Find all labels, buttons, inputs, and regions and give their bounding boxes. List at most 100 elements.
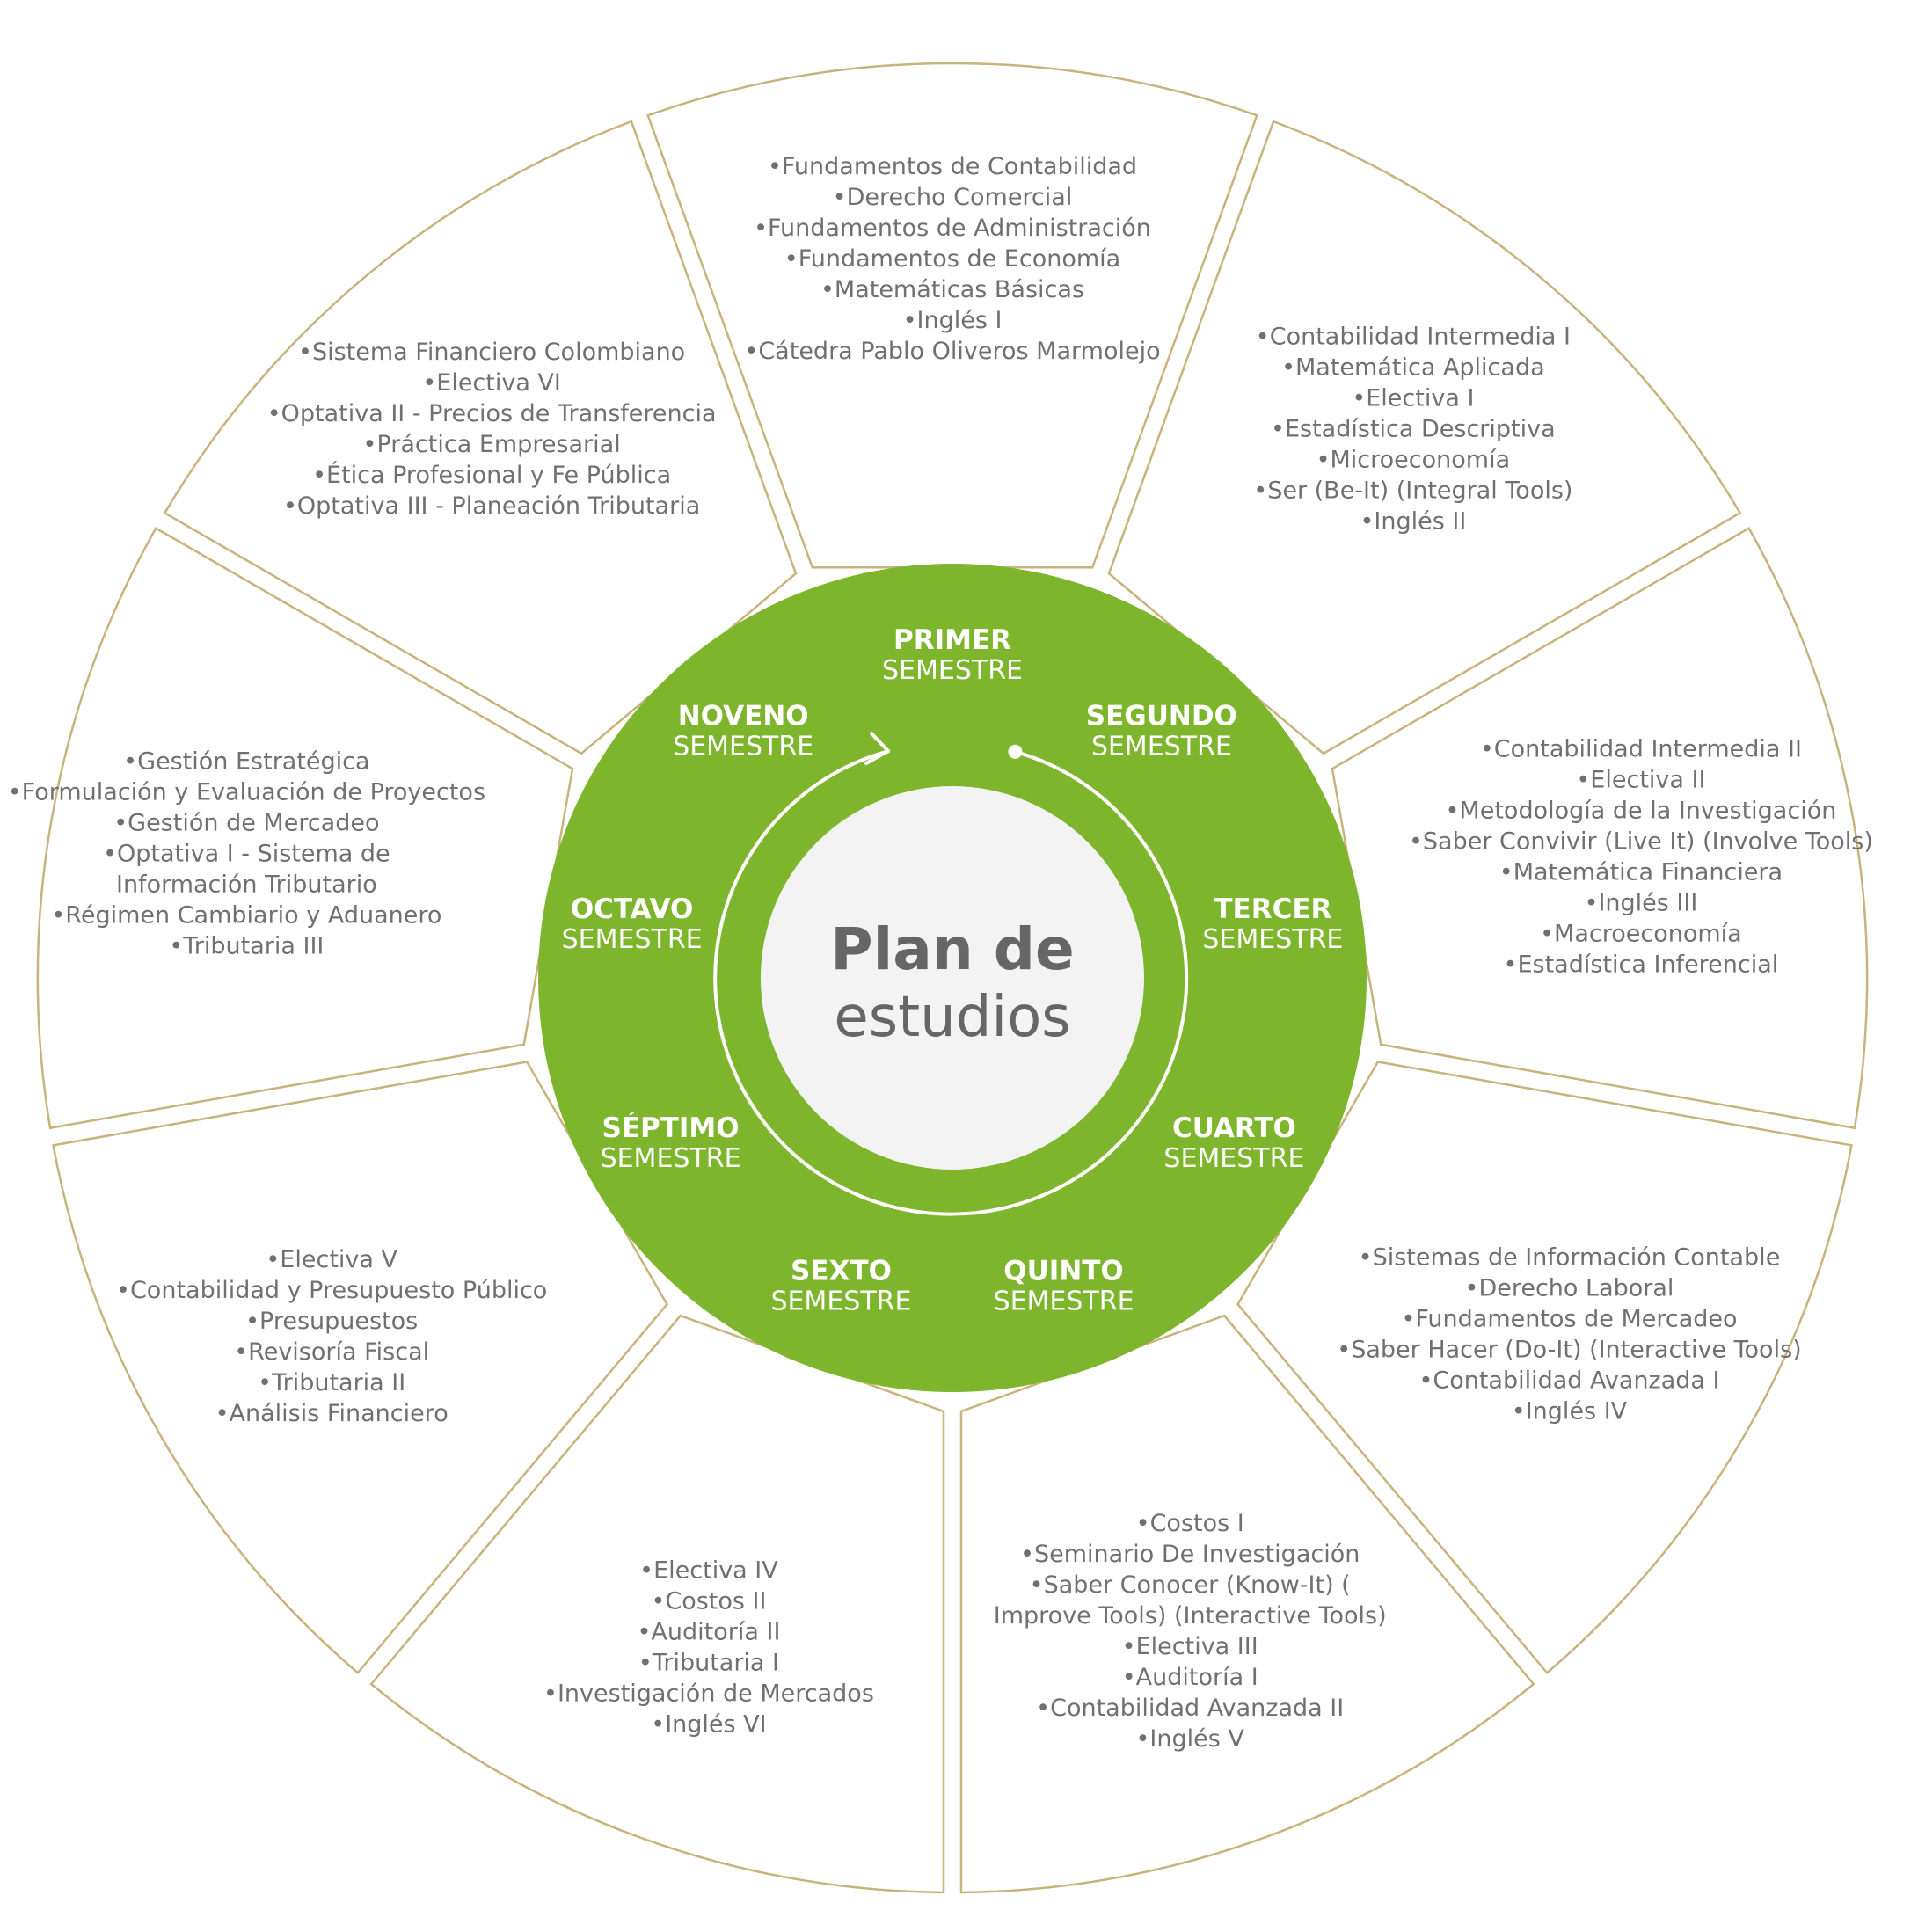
- center-circle: [761, 786, 1144, 1170]
- course-item: •Fundamentos de Administración: [754, 215, 1151, 242]
- semester-segment-3: [1331, 526, 1869, 1130]
- semester-segment-7: [52, 1061, 668, 1675]
- course-item: •Inglés IV: [1512, 1398, 1628, 1425]
- course-item: •Electiva IV: [639, 1557, 778, 1585]
- course-list-semester-2: •Contabilidad Intermedia I •Matemática Ap…: [1253, 324, 1572, 536]
- course-item: •Microeconomía: [1316, 447, 1511, 474]
- course-list-layer: •Fundamentos de Contabilidad •Derecho Com…: [8, 153, 1873, 1753]
- course-list-semester-1: •Fundamentos de Contabilidad •Derecho Com…: [744, 153, 1160, 365]
- course-item: •Contabilidad Avanzada II: [1036, 1695, 1344, 1722]
- semester-word: SEMESTRE: [882, 655, 1023, 686]
- semester-segment-4: [1236, 1061, 1853, 1675]
- semester-word: SEMESTRE: [994, 1287, 1134, 1317]
- semester-name: SEXTO: [791, 1256, 892, 1287]
- course-item: •Matemáticas Básicas: [820, 276, 1084, 303]
- semester-name: SÉPTIMO: [602, 1112, 740, 1144]
- course-item: •Auditoría II: [638, 1619, 781, 1646]
- center-title-line2: estudios: [834, 985, 1070, 1050]
- course-list-semester-9: •Sistema Financiero Colombiano •Electiva …: [267, 339, 717, 520]
- course-item: •Saber Conocer (Know-It) (: [1030, 1571, 1351, 1599]
- course-item: •Contabilidad y Presupuesto Público: [116, 1277, 547, 1304]
- course-item: •Electiva I: [1352, 385, 1474, 412]
- semester-label-layer: PRIMERSEMESTRESEGUNDOSEMESTRETERCERSEMES…: [562, 624, 1344, 1317]
- course-item: •Optativa III - Planeación Tributaria: [283, 492, 700, 520]
- course-item: •Análisis Financiero: [215, 1400, 449, 1427]
- course-item: •Tributaria III: [169, 932, 324, 959]
- course-item: •Presupuestos: [245, 1308, 418, 1335]
- course-item: •Metodología de la Investigación: [1446, 797, 1837, 824]
- course-item: •Inglés VI: [651, 1711, 766, 1739]
- course-item: •Sistema Financiero Colombiano: [298, 339, 685, 366]
- semester-segment-5: [959, 1314, 1535, 1894]
- semester-name: SEGUNDO: [1086, 701, 1237, 733]
- semester-segment-1: [646, 62, 1258, 569]
- course-list-semester-8: •Gestión Estratégica •Formulación y Evalu…: [8, 747, 485, 959]
- course-item: •Tributaria II: [258, 1369, 405, 1396]
- course-item: •Sistemas de Información Contable: [1359, 1244, 1781, 1272]
- segment-layer: [36, 62, 1869, 1894]
- course-item: •Macroeconomía: [1540, 920, 1742, 947]
- course-item: •Práctica Empresarial: [363, 431, 621, 458]
- cycle-start-dot: [1008, 744, 1023, 759]
- course-item: •Estadística Descriptiva: [1271, 416, 1556, 443]
- semester-name: PRIMER: [893, 624, 1011, 656]
- course-item: •Derecho Laboral: [1465, 1275, 1674, 1302]
- course-list-semester-3: •Contabilidad Intermedia II •Electiva II •…: [1409, 735, 1873, 978]
- semester-word: SEMESTRE: [1202, 924, 1343, 955]
- course-item: •Electiva VI: [422, 369, 561, 397]
- course-item: •Optativa II - Precios de Transferencia: [267, 400, 717, 427]
- semester-word: SEMESTRE: [1091, 732, 1232, 762]
- course-item: •Revisoría Fiscal: [234, 1338, 429, 1366]
- course-item: •Investigación de Mercados: [543, 1680, 874, 1708]
- course-item: Información Tributario: [116, 871, 377, 898]
- semester-name: CUARTO: [1172, 1112, 1296, 1144]
- course-item: •Costos II: [651, 1588, 766, 1615]
- cycle-ring: [713, 749, 1189, 1216]
- course-item: •Inglés I: [903, 307, 1003, 334]
- course-item: •Cátedra Pablo Oliveros Marmolejo: [744, 338, 1160, 365]
- course-item: •Contabilidad Intermedia II: [1480, 735, 1802, 762]
- course-item: •Seminario De Investigación: [1020, 1541, 1360, 1568]
- course-item: •Gestión Estratégica: [123, 747, 369, 775]
- semester-name: TERCER: [1214, 893, 1331, 925]
- course-item: •Inglés III: [1585, 889, 1698, 916]
- course-item: •Tributaria I: [638, 1650, 779, 1677]
- semester-name: NOVENO: [678, 701, 809, 733]
- course-item: •Formulación y Evaluación de Proyectos: [8, 778, 485, 806]
- course-item: •Ética Profesional y Fe Pública: [312, 461, 671, 489]
- course-item: •Inglés V: [1136, 1725, 1245, 1753]
- course-item: •Electiva II: [1576, 766, 1705, 793]
- course-item: •Derecho Comercial: [833, 184, 1073, 211]
- course-item: •Fundamentos de Contabilidad: [768, 153, 1137, 180]
- course-item: •Contabilidad Intermedia I: [1256, 324, 1571, 351]
- course-list-semester-6: •Electiva IV •Costos II •Auditoría II •Trib…: [543, 1557, 874, 1739]
- course-list-semester-5: •Costos I •Seminario De Investigación •Sab…: [994, 1510, 1387, 1753]
- course-item: •Fundamentos de Economía: [784, 245, 1120, 273]
- course-item: •Electiva V: [266, 1246, 397, 1273]
- course-item: •Costos I: [1136, 1510, 1244, 1537]
- semester-word: SEMESTRE: [601, 1143, 741, 1174]
- course-item: •Saber Hacer (Do-It) (Interactive Tools): [1337, 1337, 1801, 1364]
- course-item: •Estadística Inferencial: [1504, 951, 1779, 978]
- semester-segment-2: [1107, 120, 1742, 755]
- semester-name: QUINTO: [1003, 1256, 1124, 1287]
- course-item: •Matemática Financiera: [1499, 858, 1783, 886]
- course-item: •Optativa I - Sistema de: [103, 840, 390, 867]
- course-item: •Matemática Aplicada: [1281, 354, 1545, 382]
- course-list-semester-4: •Sistemas de Información Contable •Derech…: [1337, 1244, 1801, 1425]
- semester-word: SEMESTRE: [1163, 1143, 1304, 1174]
- course-item: •Auditoría I: [1122, 1664, 1258, 1691]
- semester-name: OCTAVO: [571, 893, 694, 925]
- semester-segment-8: [36, 526, 574, 1130]
- course-item: •Inglés II: [1360, 508, 1466, 536]
- semester-word: SEMESTRE: [673, 732, 813, 762]
